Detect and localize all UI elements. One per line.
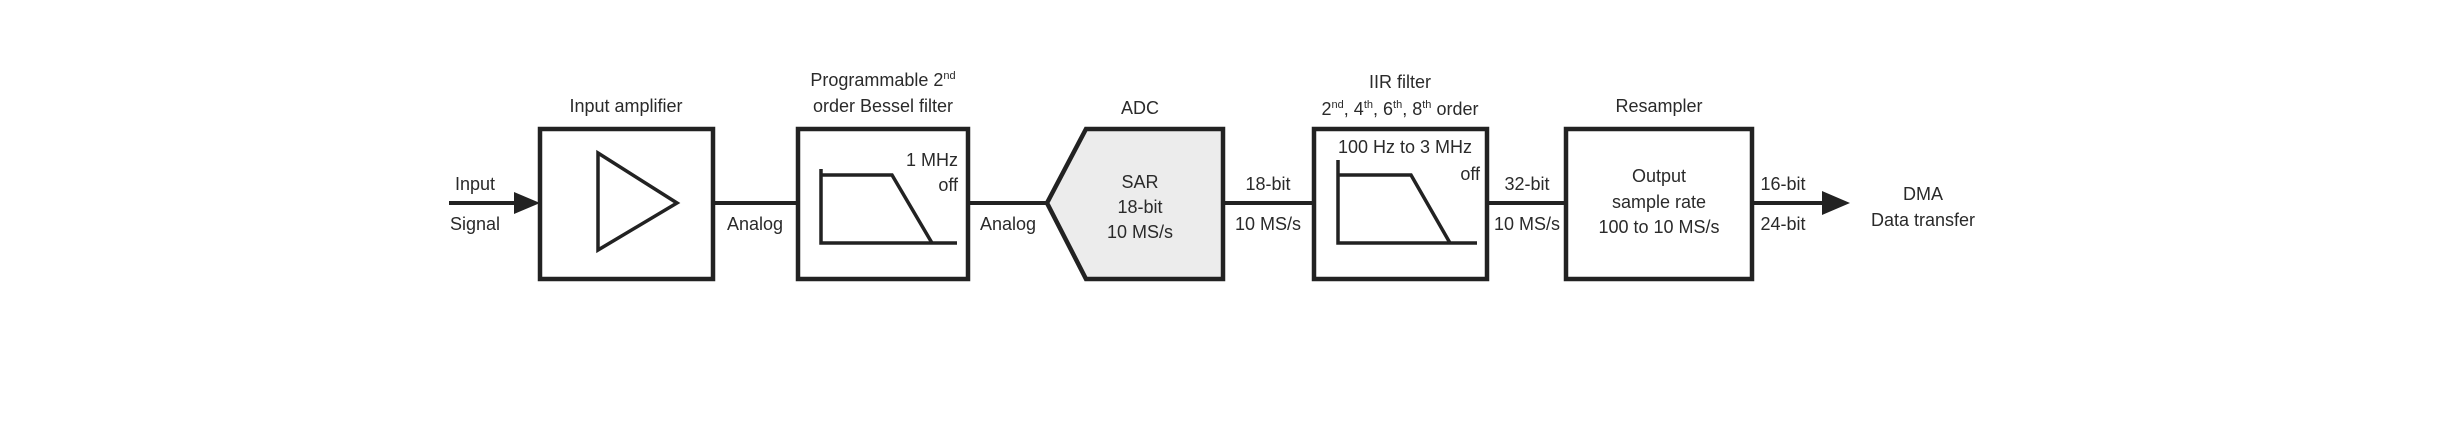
bessel-title-line1: Programmable 2nd: [810, 70, 955, 90]
adc-type: SAR: [1121, 172, 1158, 192]
amp-to-bessel-label: Analog: [727, 214, 783, 234]
adc-title: ADC: [1121, 98, 1159, 118]
output-arrow: [1752, 191, 1850, 215]
bessel-frequency: 1 MHz: [906, 150, 958, 170]
data-transfer-label: Data transfer: [1871, 210, 1975, 230]
resampler-title: Resampler: [1615, 96, 1702, 116]
lowpass-response-icon: [1336, 160, 1477, 245]
output-bits-16: 16-bit: [1760, 174, 1805, 194]
amplifier-triangle-icon: [596, 149, 681, 254]
amplifier-title: Input amplifier: [569, 96, 682, 116]
bessel-title-line2: order Bessel filter: [813, 96, 953, 116]
bessel-off: off: [938, 175, 959, 195]
resampler-line3: 100 to 10 MS/s: [1598, 217, 1719, 237]
resampler-line2: sample rate: [1612, 192, 1706, 212]
adc-to-iir-rate: 10 MS/s: [1235, 214, 1301, 234]
amplifier-block: [537, 126, 716, 282]
input-arrow: [449, 192, 540, 214]
output-bits-24: 24-bit: [1760, 214, 1805, 234]
bessel-filter-block: [795, 126, 971, 282]
resampler-line1: Output: [1632, 166, 1686, 186]
iir-title: IIR filter: [1369, 72, 1431, 92]
bessel-to-adc-label: Analog: [980, 214, 1036, 234]
iir-orders: 2nd, 4th, 6th, 8th order: [1322, 99, 1479, 119]
iir-to-resampler-rate: 10 MS/s: [1494, 214, 1560, 234]
iir-range: 100 Hz to 3 MHz: [1338, 137, 1472, 157]
dma-label: DMA: [1903, 184, 1943, 204]
adc-block: [1044, 126, 1226, 282]
iir-off: off: [1460, 164, 1481, 184]
adc-to-iir-bits: 18-bit: [1245, 174, 1290, 194]
adc-rate: 10 MS/s: [1107, 222, 1173, 242]
adc-resolution: 18-bit: [1117, 197, 1162, 217]
input-label: Input: [455, 174, 495, 194]
lowpass-response-icon: [819, 169, 957, 245]
signal-label: Signal: [450, 214, 500, 234]
iir-to-resampler-bits: 32-bit: [1504, 174, 1549, 194]
